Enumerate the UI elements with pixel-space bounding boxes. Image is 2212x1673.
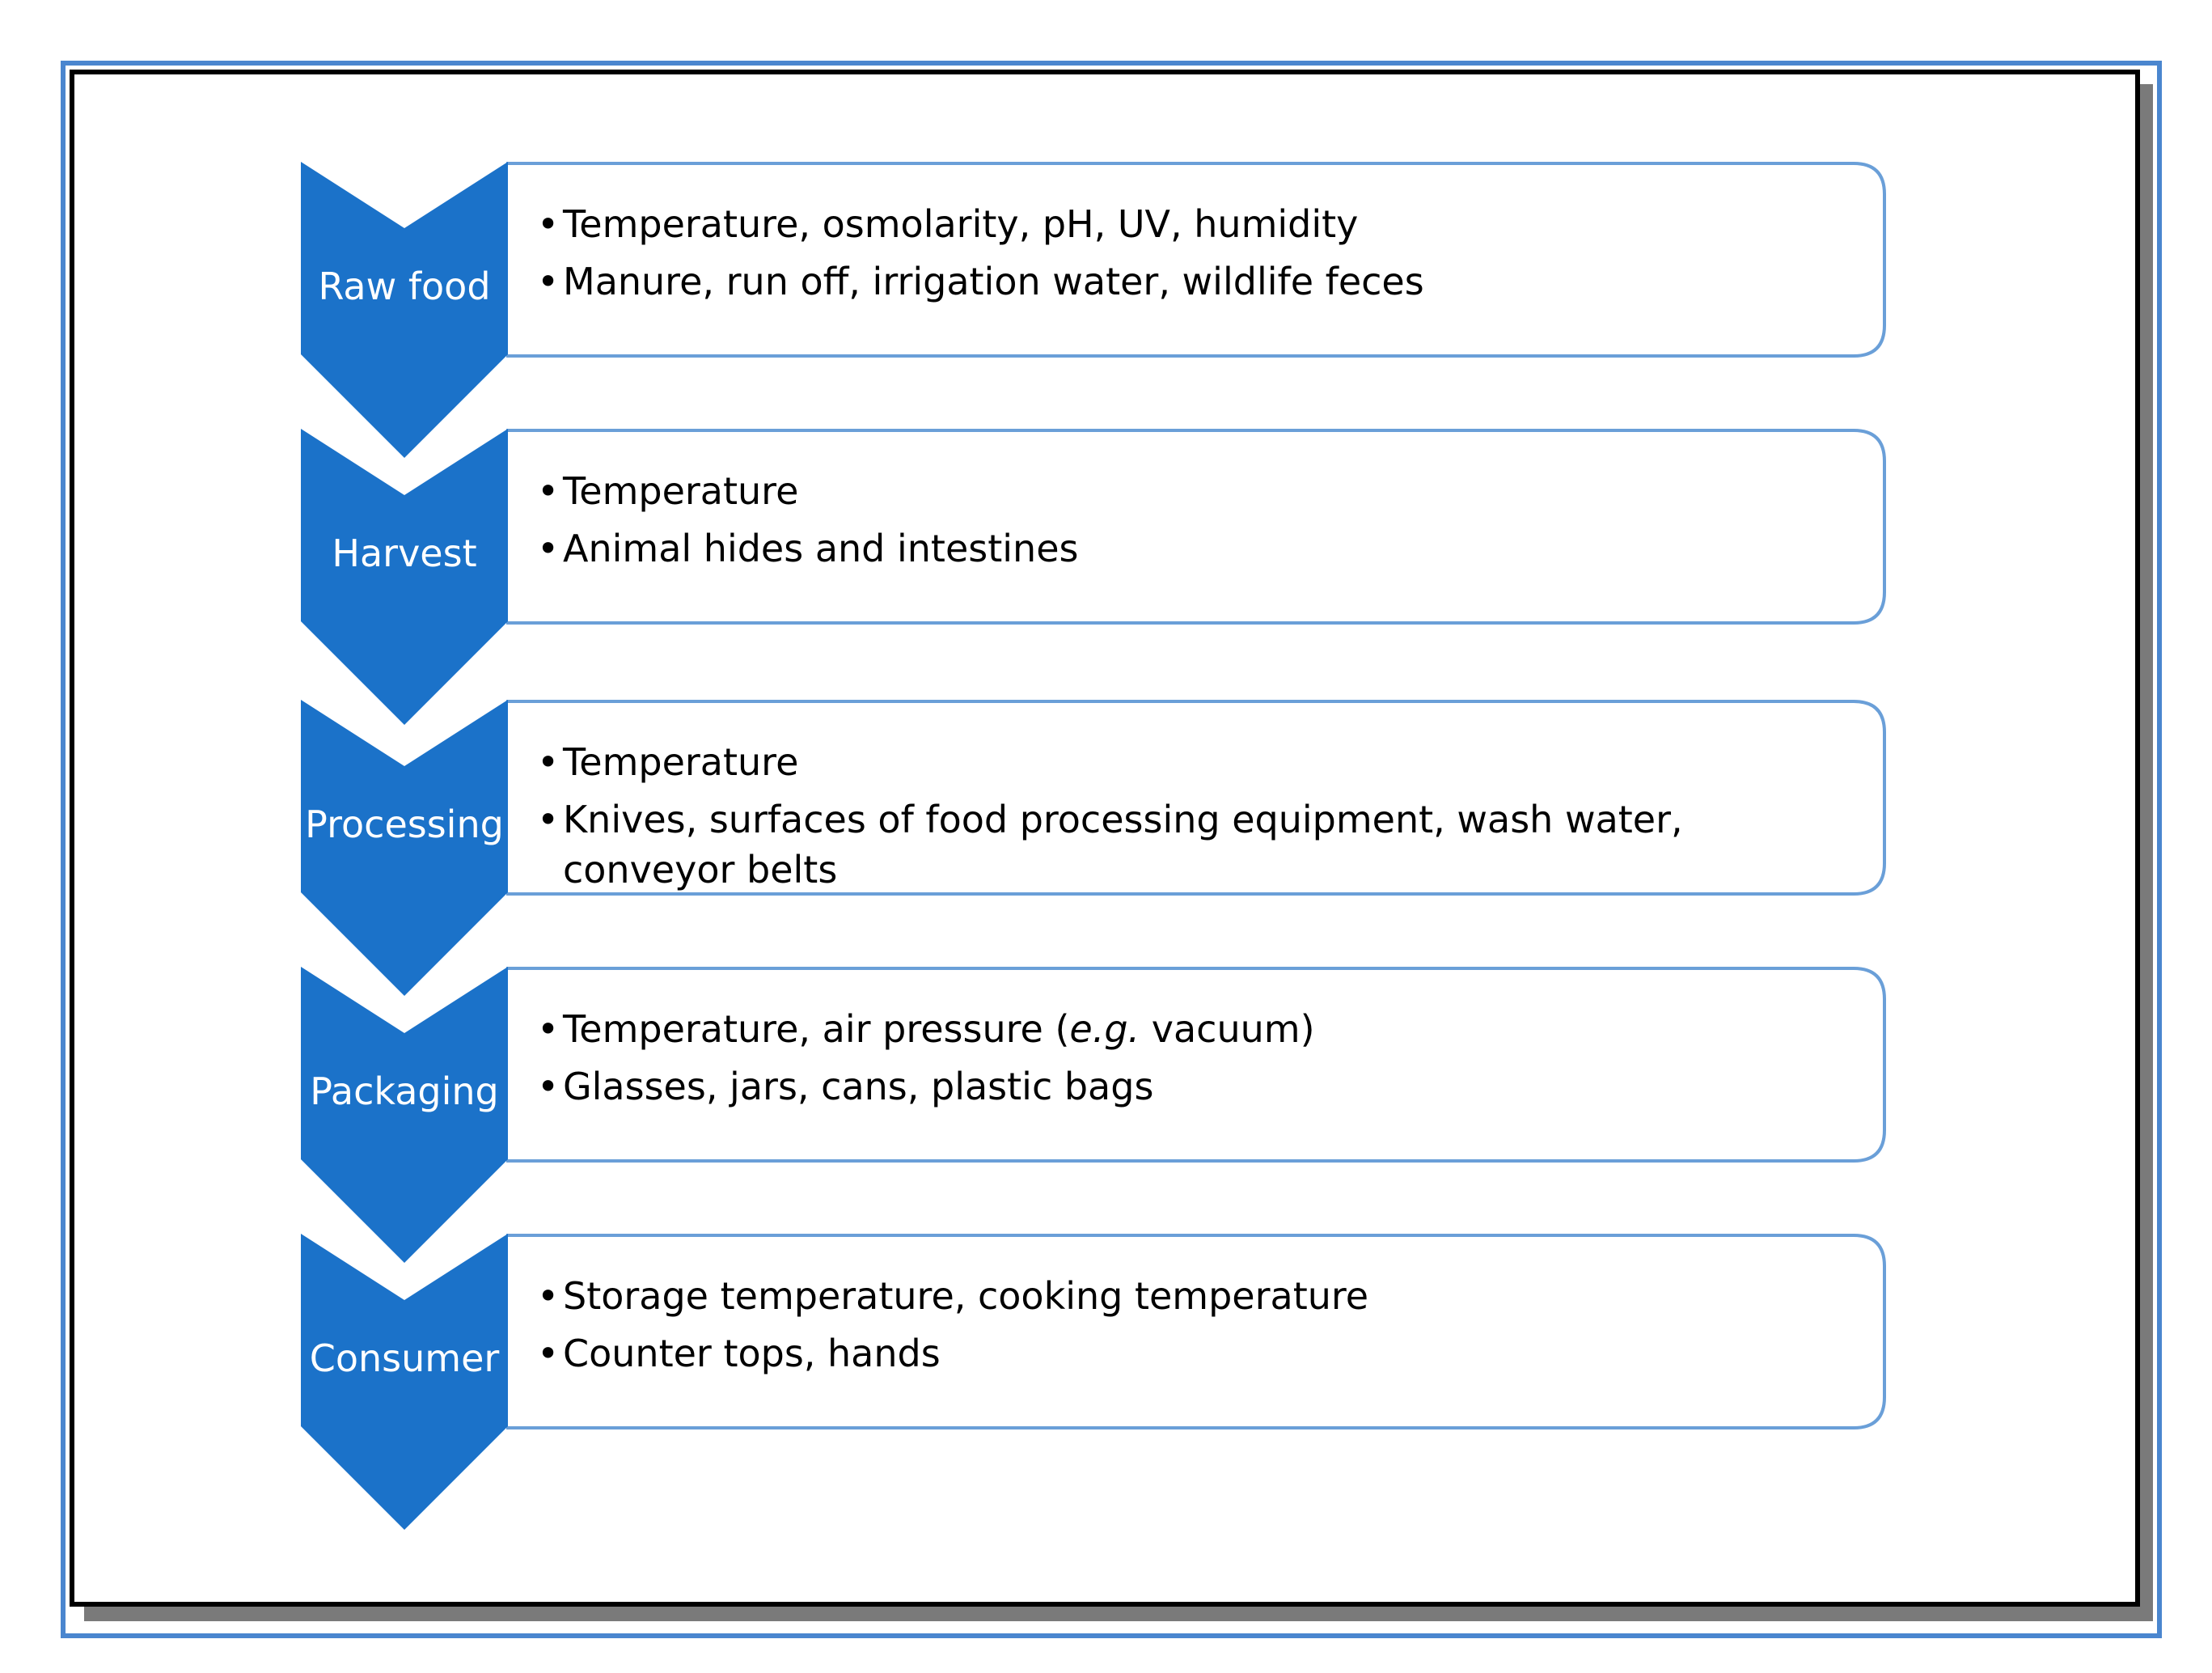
chevron-processing [301, 700, 508, 996]
detail-item: •Temperature, air pressure (e.g. vacuum) [534, 1004, 1844, 1054]
detail-item: •Temperature [534, 737, 1844, 787]
bullet-icon: • [537, 1332, 560, 1375]
stage-box-consumer [506, 1234, 1886, 1429]
bullet-icon: • [537, 527, 560, 570]
bullet-icon: • [537, 469, 560, 513]
stage-box-raw-food [506, 162, 1886, 358]
bullet-icon: • [537, 1274, 560, 1318]
stage-details-harvest: •Temperature •Animal hides and intestine… [534, 466, 1844, 581]
detail-item: •Storage temperature, cooking temperatur… [534, 1271, 1844, 1321]
stage-label-raw-food: Raw food [318, 265, 491, 308]
stage-details-consumer: •Storage temperature, cooking temperatur… [534, 1271, 1844, 1386]
stage-label-harvest: Harvest [332, 532, 477, 575]
detail-item: •Animal hides and intestines [534, 523, 1844, 574]
detail-item: •Temperature, osmolarity, pH, UV, humidi… [534, 199, 1844, 249]
bullet-icon: • [537, 1065, 560, 1108]
chevron-raw-food [301, 162, 508, 458]
bullet-icon: • [537, 1007, 560, 1051]
stage-details-processing: •Temperature •Knives, surfaces of food p… [534, 737, 1844, 902]
bullet-icon: • [537, 740, 560, 784]
stage-label-consumer: Consumer [309, 1336, 500, 1380]
stage-label-processing: Processing [305, 803, 504, 846]
stage-details-raw-food: •Temperature, osmolarity, pH, UV, humidi… [534, 199, 1844, 314]
bullet-icon: • [537, 260, 560, 303]
detail-item: •Temperature [534, 466, 1844, 516]
detail-item: •Knives, surfaces of food processing equ… [534, 794, 1844, 895]
detail-item: •Manure, run off, irrigation water, wild… [534, 256, 1844, 307]
detail-item: •Counter tops, hands [534, 1328, 1844, 1379]
chevron-harvest [301, 429, 508, 725]
detail-item: •Glasses, jars, cans, plastic bags [534, 1061, 1844, 1112]
bullet-icon: • [537, 798, 560, 841]
chevron-consumer [301, 1234, 508, 1530]
stage-box-processing [506, 700, 1886, 896]
bullet-icon: • [537, 202, 560, 246]
stage-box-packaging [506, 967, 1886, 1163]
stage-box-harvest [506, 429, 1886, 625]
stage-details-packaging: •Temperature, air pressure (e.g. vacuum)… [534, 1004, 1844, 1119]
stage-label-packaging: Packaging [310, 1069, 499, 1113]
chevron-packaging [301, 967, 508, 1263]
